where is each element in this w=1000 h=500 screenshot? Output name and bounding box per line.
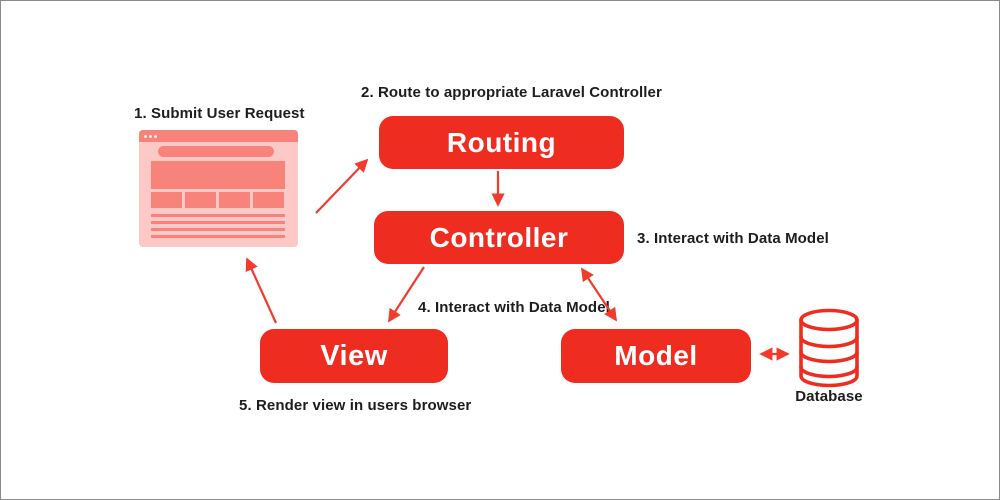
browser-dot-icon xyxy=(149,134,153,138)
browser-text-line xyxy=(151,214,285,217)
node-routing-label: Routing xyxy=(446,126,557,158)
node-controller-label: Controller xyxy=(429,221,569,253)
label-database: Database xyxy=(795,388,863,405)
browser-dot-icon xyxy=(144,134,148,138)
label-step2-route-to-controller: 2. Route to appropriate Laravel Controll… xyxy=(361,84,662,101)
label-step4-interact-data-model: 4. Interact with Data Model xyxy=(418,299,610,316)
node-controller: Controller xyxy=(374,211,624,264)
browser-url-bar xyxy=(158,146,274,157)
browser-card-block xyxy=(219,192,250,208)
browser-card-block xyxy=(185,192,216,208)
browser-window-icon xyxy=(139,130,298,247)
arrow-browser-to-routing xyxy=(315,158,369,214)
database-cylinder-icon xyxy=(799,308,859,388)
browser-text-line xyxy=(151,235,285,238)
arrow-view-to-browser xyxy=(245,257,278,324)
browser-card-block xyxy=(253,192,284,208)
node-model: Model xyxy=(561,329,751,383)
browser-titlebar xyxy=(139,130,298,142)
browser-text-line xyxy=(151,221,285,224)
browser-text-line xyxy=(151,228,285,231)
node-view: View xyxy=(260,329,448,383)
label-step1-submit-user-request: 1. Submit User Request xyxy=(134,105,305,122)
browser-card-block xyxy=(151,192,182,208)
node-routing: Routing xyxy=(379,116,624,169)
browser-hero-block xyxy=(151,161,285,189)
label-step3-interact-data-model: 3. Interact with Data Model xyxy=(637,230,829,247)
label-step5-render-view: 5. Render view in users browser xyxy=(239,397,472,414)
browser-dot-icon xyxy=(154,134,158,138)
node-view-label: View xyxy=(320,339,388,372)
node-model-label: Model xyxy=(614,340,698,371)
